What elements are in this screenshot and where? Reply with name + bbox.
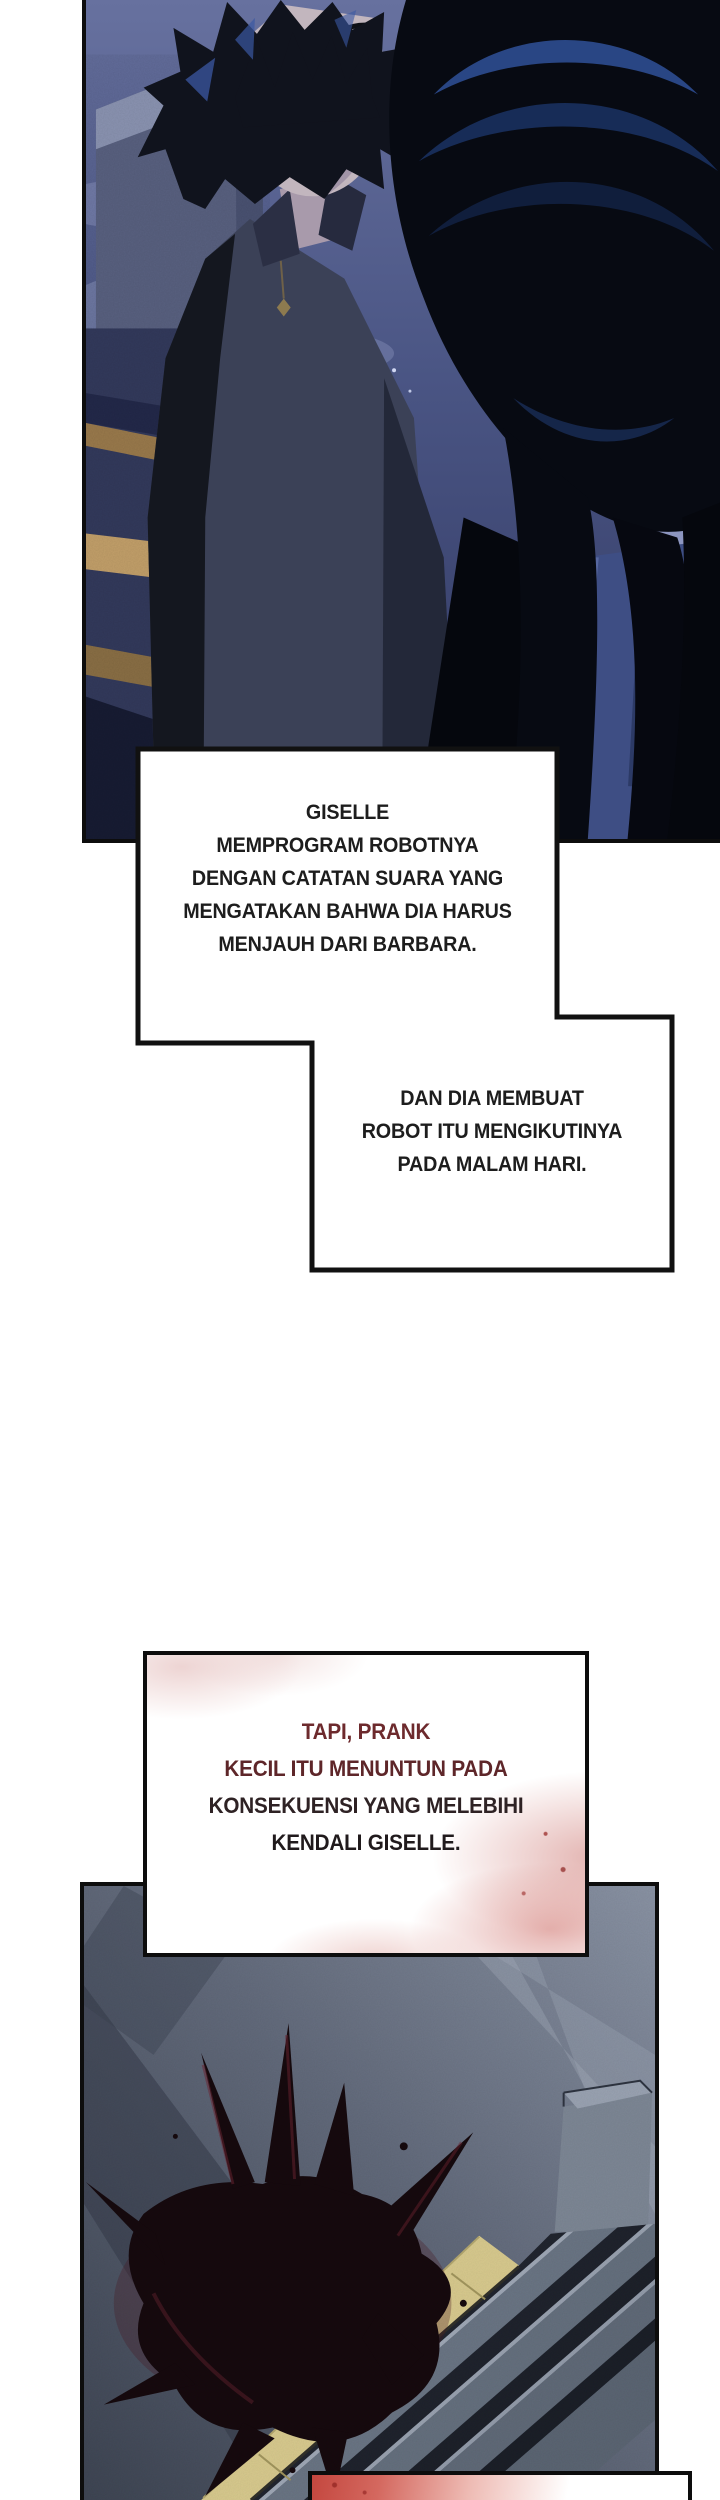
caption-line: MENJAUH DARI BARBARA. [218,933,477,956]
caption-line: DAN DIA MEMBUAT [400,1087,584,1110]
caption-box-3 [143,1651,589,1957]
boy-character [137,0,459,839]
caption-line: MENGATAKAN BAHWA DIA HARUS [183,900,512,923]
caption-line: KENDALI GISELLE. [271,1830,461,1855]
caption-line: ROBOT ITU MENGIKUTINYA [361,1120,623,1143]
caption-line: PADA MALAM HARI. [397,1153,587,1176]
panel-2-artwork [80,1882,659,2500]
caption-line: KONSEKUENSI YANG MELEBIHI [208,1793,524,1818]
panel-1-artwork [82,0,720,843]
caption-line: KECIL ITU MENUNTUN PADA [224,1756,508,1781]
caption-box-3-text: TAPI, PRANK KECIL ITU MENUNTUN PADA KONS… [160,1655,572,1861]
caption-box-2: DAN DIA MEMBUAT ROBOT ITU MENGIKUTINYA P… [323,1017,661,1181]
caption-box-1-2-outline [135,746,675,1273]
panel-2-illustration [84,1886,655,2500]
caption-box-4 [308,2471,692,2500]
caption-line: MEMPROGRAM ROBOTNYA [216,834,479,857]
panel-1-illustration [86,0,720,839]
caption-line: TAPI, PRANK [301,1719,431,1744]
caption-line: DENGAN CATATAN SUARA YANG [191,867,504,890]
caption-line: GISELLE [305,801,390,824]
caption-box-1: GISELLE MEMPROGRAM ROBOTNYA DENGAN CATAT… [151,749,545,961]
